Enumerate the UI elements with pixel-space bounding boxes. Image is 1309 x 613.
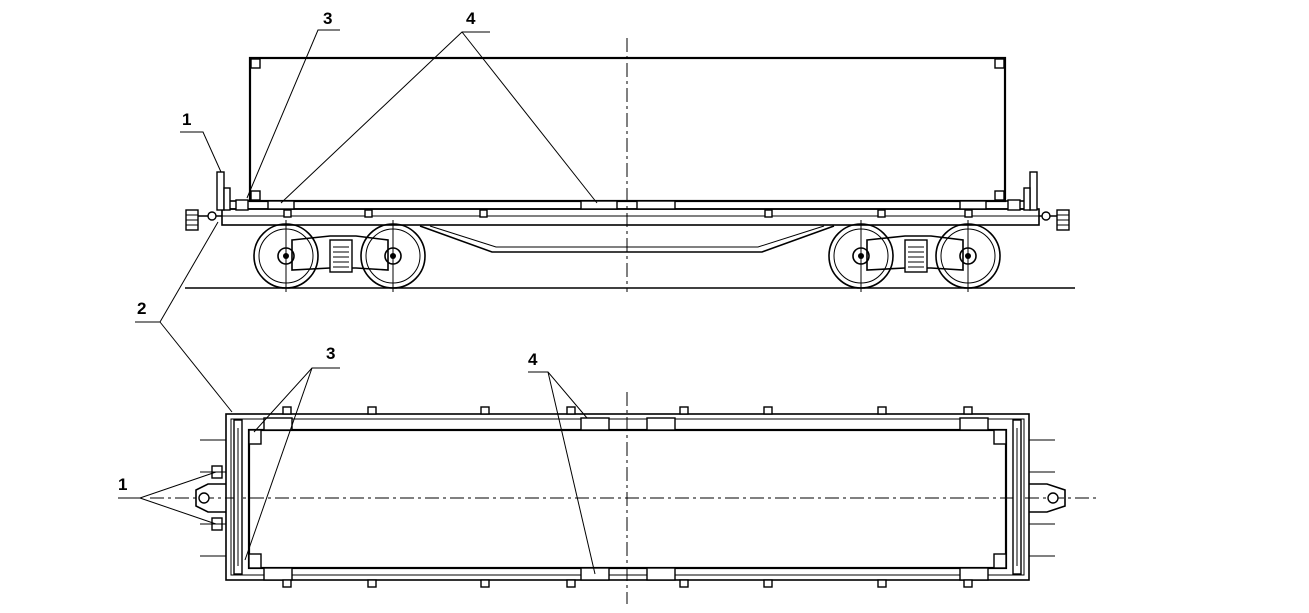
- flatcar-frame-top: [225, 413, 1030, 581]
- side-leaders: [135, 29, 598, 323]
- support-block: [959, 200, 987, 210]
- label-top-4: 4: [528, 350, 538, 369]
- support-block: [267, 200, 295, 210]
- label-top-1: 1: [118, 475, 127, 494]
- corner-fitting: [248, 553, 262, 569]
- support-block: [636, 200, 676, 210]
- corner-fitting: [993, 553, 1007, 569]
- label-side-2: 2: [137, 299, 146, 318]
- container-side: [248, 56, 1007, 203]
- corner-fitting: [1007, 199, 1021, 211]
- support-block: [580, 200, 618, 210]
- stake-pockets-side: [283, 209, 973, 218]
- corner-fitting: [993, 429, 1007, 445]
- top-leaders: [118, 321, 596, 575]
- corner-fitting: [235, 199, 249, 211]
- label-side-1: 1: [182, 110, 191, 129]
- support-blocks-top: [263, 417, 989, 581]
- coupler-right: [1039, 209, 1070, 231]
- label-side-4: 4: [466, 9, 476, 28]
- side-view: 1 3 4 2: [135, 9, 1075, 323]
- stake-pockets-top: [282, 406, 973, 588]
- bogie-right: [828, 220, 1001, 292]
- end-post-left: [216, 171, 231, 211]
- end-post-right: [1023, 171, 1038, 211]
- end-wall-left: [195, 419, 243, 575]
- end-wall-right: [1012, 419, 1066, 575]
- bogie-left: [253, 220, 426, 292]
- coupler-left: [185, 209, 222, 231]
- top-view: 3 4 1: [118, 321, 1100, 604]
- corner-fitting: [248, 429, 262, 445]
- label-side-3: 3: [323, 9, 332, 28]
- label-top-3: 3: [326, 344, 335, 363]
- container-top: [247, 428, 1008, 570]
